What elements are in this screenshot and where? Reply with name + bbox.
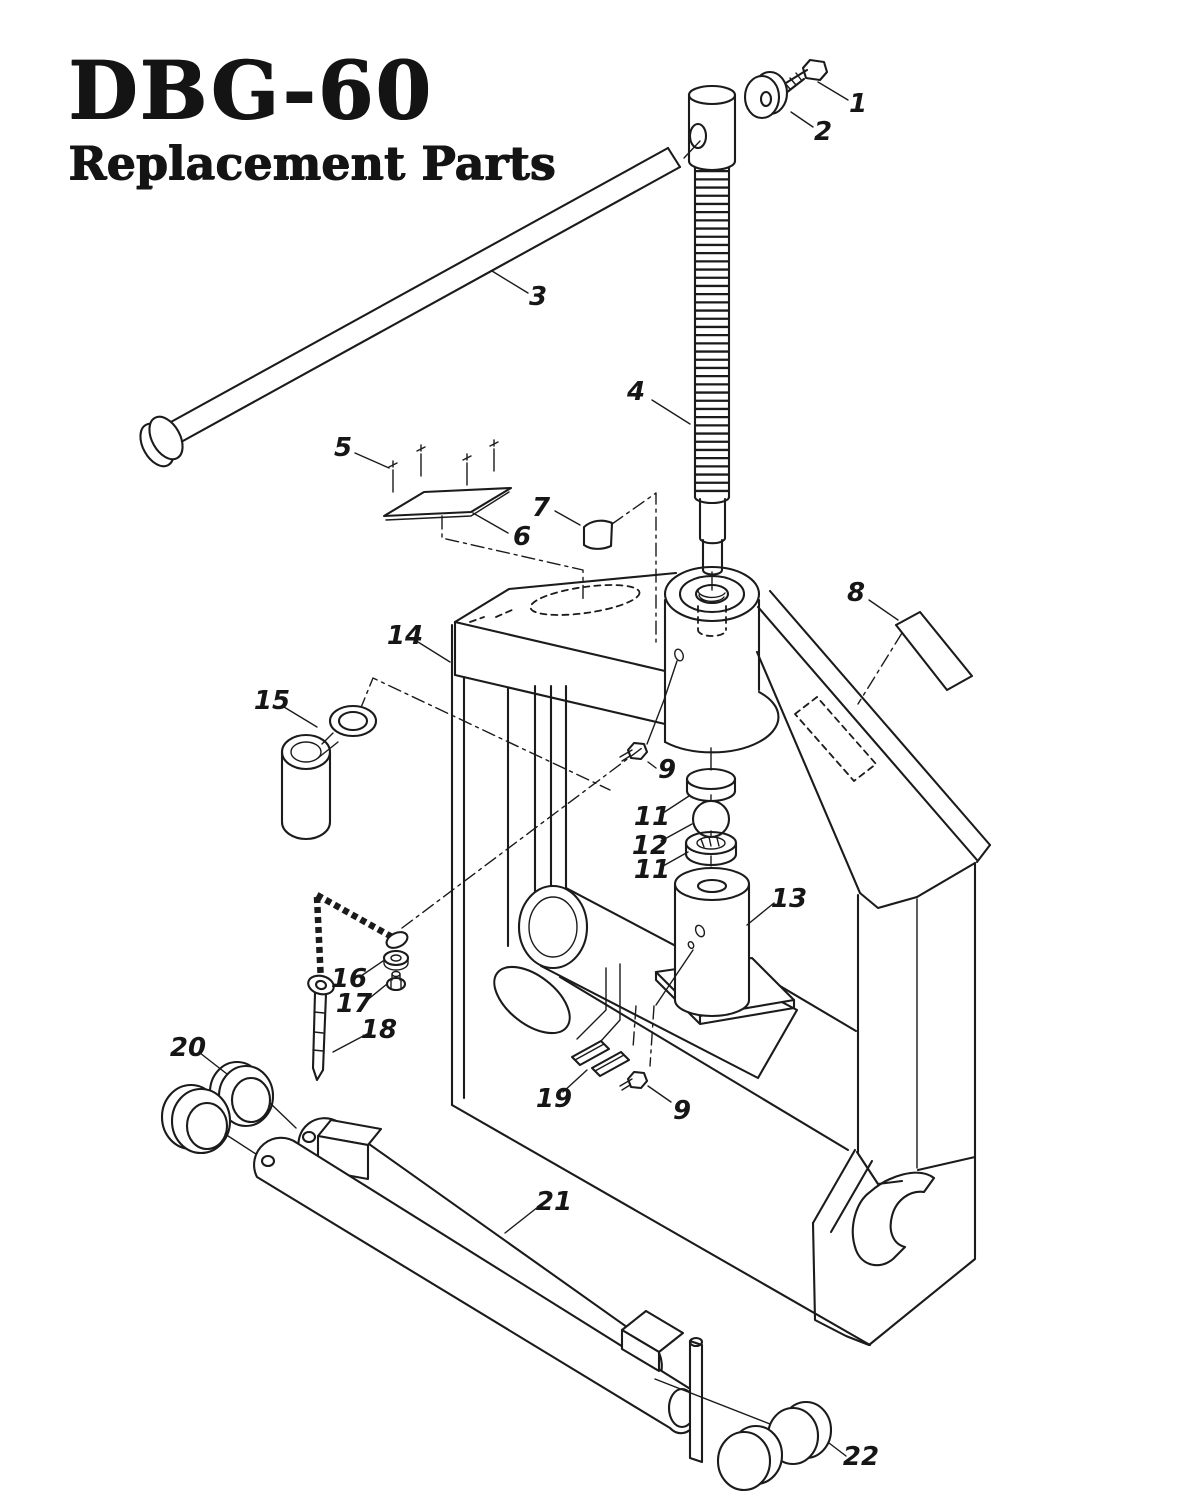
part-6-nameplate-drawing: [382, 486, 513, 521]
part-5-screws-drawing: [388, 439, 499, 493]
part-8-label-drawing: [894, 610, 974, 692]
part-14-frame-drawing: [450, 565, 992, 1347]
part-15-filler-plug-drawing: [280, 704, 378, 840]
callout-6: 6: [513, 522, 531, 552]
callout-20: 20: [170, 1033, 206, 1063]
callout-14: 14: [387, 621, 423, 651]
part-13-ram-cylinder-drawing: [632, 866, 796, 1067]
callout-labels: 1 2 3 4 5 6 7 8 14 15 9 11 12 11 13 16 1…: [170, 89, 879, 1472]
part-7-decal-drawing: [582, 519, 614, 550]
callout-3: 3: [529, 282, 547, 312]
callout-7: 7: [532, 493, 551, 523]
callout-12: 12: [632, 831, 668, 861]
callout-9-upper: 9: [658, 755, 676, 785]
callout-13: 13: [771, 884, 807, 914]
part-9-bolt-lower-drawing: [619, 1070, 649, 1091]
callout-2: 2: [814, 117, 832, 147]
callout-11-upper: 11: [634, 802, 670, 832]
callout-11-lower: 11: [634, 855, 670, 885]
model-name: DBG-60: [68, 43, 433, 137]
callout-4: 4: [626, 377, 645, 407]
part-9-bolt-upper-drawing: [619, 741, 649, 762]
callout-16: 16: [331, 964, 367, 994]
page-subtitle: Replacement Parts: [68, 136, 556, 190]
callout-22: 22: [843, 1442, 879, 1472]
locating-lines: [359, 492, 903, 929]
part-4-screw-drawing: [687, 84, 737, 576]
part-20-cups-drawing: [160, 1060, 297, 1157]
part-2-washer-drawing: [743, 70, 789, 120]
callout-18: 18: [361, 1015, 397, 1045]
callout-leader-lines: [199, 81, 899, 1457]
part-3-handle-drawing: [139, 140, 701, 468]
callout-19: 19: [536, 1084, 572, 1114]
callout-9-lower: 9: [673, 1096, 691, 1126]
part-22-caps-drawing: [654, 1378, 833, 1492]
callout-15: 15: [254, 686, 290, 716]
callout-5: 5: [334, 433, 352, 463]
part-21-beams-drawing: [253, 1117, 704, 1464]
page-title: DBG-60 Replacement Parts: [68, 50, 555, 186]
part-11-12-ball-stack-drawing: [684, 747, 738, 867]
callout-8: 8: [847, 578, 865, 608]
callout-17: 17: [336, 989, 373, 1019]
callout-1: 1: [849, 89, 867, 119]
part-1-bolt-drawing: [779, 58, 829, 95]
part-18-chain-pin-drawing: [307, 892, 410, 1082]
callout-21: 21: [536, 1187, 572, 1217]
part-19-keys-drawing: [570, 963, 631, 1078]
